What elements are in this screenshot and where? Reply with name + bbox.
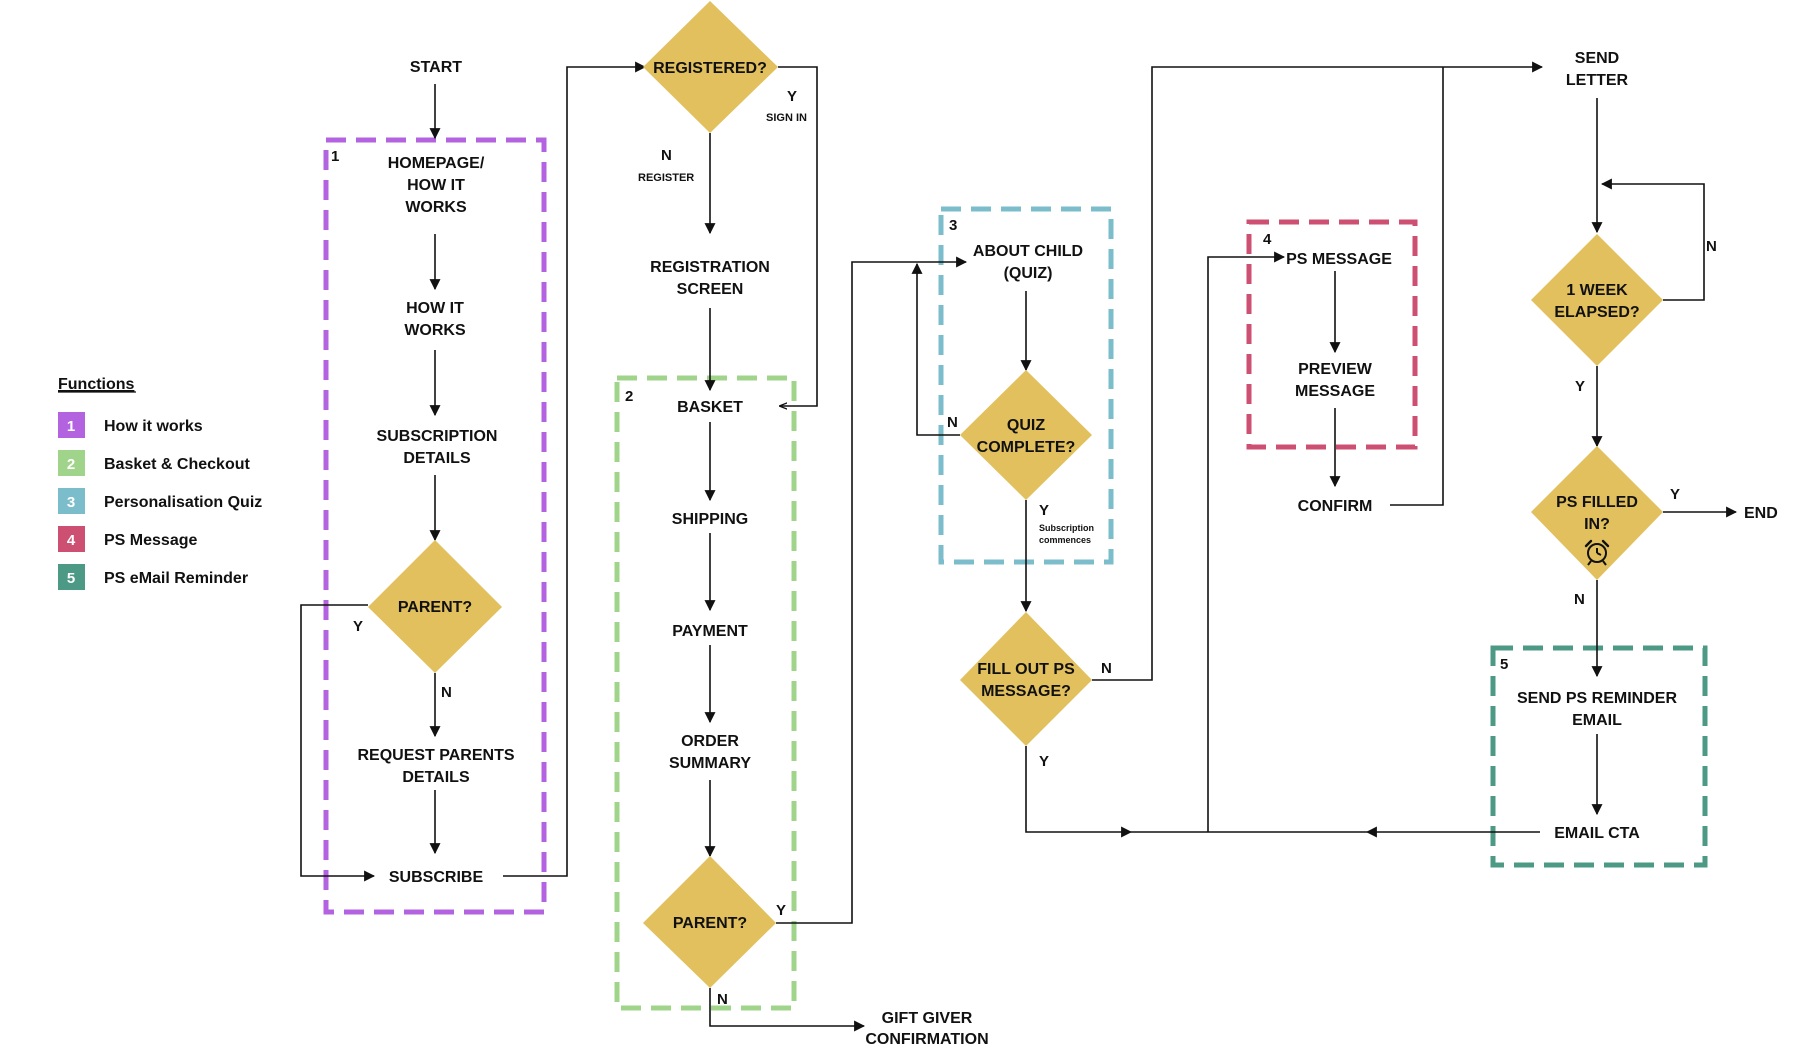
group-box-5 bbox=[1490, 645, 1708, 868]
edge-quiz-no-aboutchild bbox=[911, 262, 960, 436]
edge-fillps-no-sendletter bbox=[1092, 61, 1544, 681]
label-quiz-n: N bbox=[947, 414, 958, 431]
edge-parent2-yes-quiz bbox=[776, 256, 968, 924]
label-parent2-y: Y bbox=[776, 902, 786, 919]
label-week-n: N bbox=[1706, 238, 1717, 255]
edge-parent2-no-gift bbox=[709, 988, 866, 1032]
node-basket: BASKET bbox=[677, 399, 743, 416]
edge-parent-yes-subscribe bbox=[300, 604, 376, 882]
node-payment: PAYMENT bbox=[672, 623, 748, 640]
label-register: REGISTER bbox=[638, 172, 694, 184]
node-end: END bbox=[1744, 505, 1778, 522]
legend-label-2: Basket & Checkout bbox=[104, 456, 250, 473]
edge-subscribe-registered bbox=[503, 61, 647, 877]
decision-ps-filled bbox=[1531, 446, 1663, 580]
decision-week-elapsed bbox=[1531, 234, 1663, 366]
node-about-child: ABOUT CHILD(QUIZ) bbox=[973, 243, 1083, 282]
legend-swatch-4 bbox=[58, 526, 85, 552]
legend-label-5: PS eMail Reminder bbox=[104, 570, 248, 587]
decision-fill-out-ps bbox=[960, 612, 1092, 746]
node-ps-message: PS MESSAGE bbox=[1286, 251, 1392, 268]
legend: Functions 1 How it works 2 Basket & Chec… bbox=[58, 376, 262, 590]
label-registered-n: N bbox=[661, 147, 672, 164]
legend-label-3: Personalisation Quiz bbox=[104, 494, 262, 511]
node-subscribe: SUBSCRIBE bbox=[389, 869, 484, 886]
legend-item-2: 2 Basket & Checkout bbox=[58, 450, 250, 476]
group-number-2: 2 bbox=[625, 388, 633, 405]
node-start: START bbox=[410, 59, 462, 76]
label-sign-in: SIGN IN bbox=[766, 112, 807, 124]
connectors bbox=[300, 61, 1738, 1032]
decision-parent-2 bbox=[643, 856, 776, 988]
decision-shapes bbox=[368, 1, 1663, 988]
legend-item-3: 3 Personalisation Quiz bbox=[58, 488, 262, 514]
group-number-1: 1 bbox=[331, 148, 339, 165]
group-box-1 bbox=[323, 137, 547, 915]
node-confirm: CONFIRM bbox=[1298, 498, 1373, 515]
edge-fillps-yes-merge bbox=[1025, 746, 1133, 838]
decision-quiz-complete bbox=[960, 370, 1092, 500]
legend-label-1: How it works bbox=[104, 418, 203, 435]
edge-labels: Y N Y SIGN IN N REGISTER Y N N Y Subscri… bbox=[353, 88, 1717, 1008]
legend-swatch-3 bbox=[58, 488, 85, 514]
group-number-5: 5 bbox=[1500, 656, 1508, 673]
group-box-2 bbox=[614, 375, 797, 1011]
group-number-3: 3 bbox=[949, 217, 957, 234]
edge-merge-psmessage bbox=[1207, 251, 1286, 832]
legend-number-3: 3 bbox=[67, 494, 75, 511]
alarm-clock-icon bbox=[1584, 539, 1610, 566]
edge-registered-yes-basket bbox=[778, 66, 818, 406]
label-registered-y: Y bbox=[787, 88, 797, 105]
label-week-y: Y bbox=[1575, 378, 1585, 395]
group-box-4 bbox=[1246, 219, 1418, 450]
label-fillps-y: Y bbox=[1039, 753, 1049, 770]
label-parent1-n: N bbox=[441, 684, 452, 701]
legend-number-1: 1 bbox=[67, 418, 75, 435]
legend-item-4: 4 PS Message bbox=[58, 526, 197, 552]
label-parent1-y: Y bbox=[353, 618, 363, 635]
label-quiz-y: Y bbox=[1039, 502, 1049, 519]
label-parent2-n: N bbox=[717, 991, 728, 1008]
node-registered: REGISTERED? bbox=[653, 60, 767, 77]
label-psfilled-n: N bbox=[1574, 591, 1585, 608]
legend-number-5: 5 bbox=[67, 570, 75, 587]
label-fillps-n: N bbox=[1101, 660, 1112, 677]
edge-week-no-loop bbox=[1600, 178, 1705, 301]
edge-confirm-sendletter bbox=[1390, 67, 1444, 506]
node-shipping: SHIPPING bbox=[672, 511, 748, 528]
legend-item-5: 5 PS eMail Reminder bbox=[58, 564, 248, 590]
legend-item-1: 1 How it works bbox=[58, 412, 203, 438]
legend-number-2: 2 bbox=[67, 456, 75, 473]
label-psfilled-y: Y bbox=[1670, 486, 1680, 503]
legend-swatch-5 bbox=[58, 564, 85, 590]
legend-swatch-2 bbox=[58, 450, 85, 476]
decision-parent-1 bbox=[368, 540, 502, 673]
decision-registered bbox=[643, 1, 778, 133]
legend-title: Functions bbox=[58, 376, 135, 393]
node-parent-2: PARENT? bbox=[673, 915, 747, 932]
legend-label-4: PS Message bbox=[104, 532, 197, 549]
node-email-cta: EMAIL CTA bbox=[1554, 825, 1640, 842]
legend-swatch-1 bbox=[58, 412, 85, 438]
group-number-4: 4 bbox=[1263, 231, 1272, 248]
node-parent-1: PARENT? bbox=[398, 599, 472, 616]
legend-number-4: 4 bbox=[67, 532, 76, 549]
